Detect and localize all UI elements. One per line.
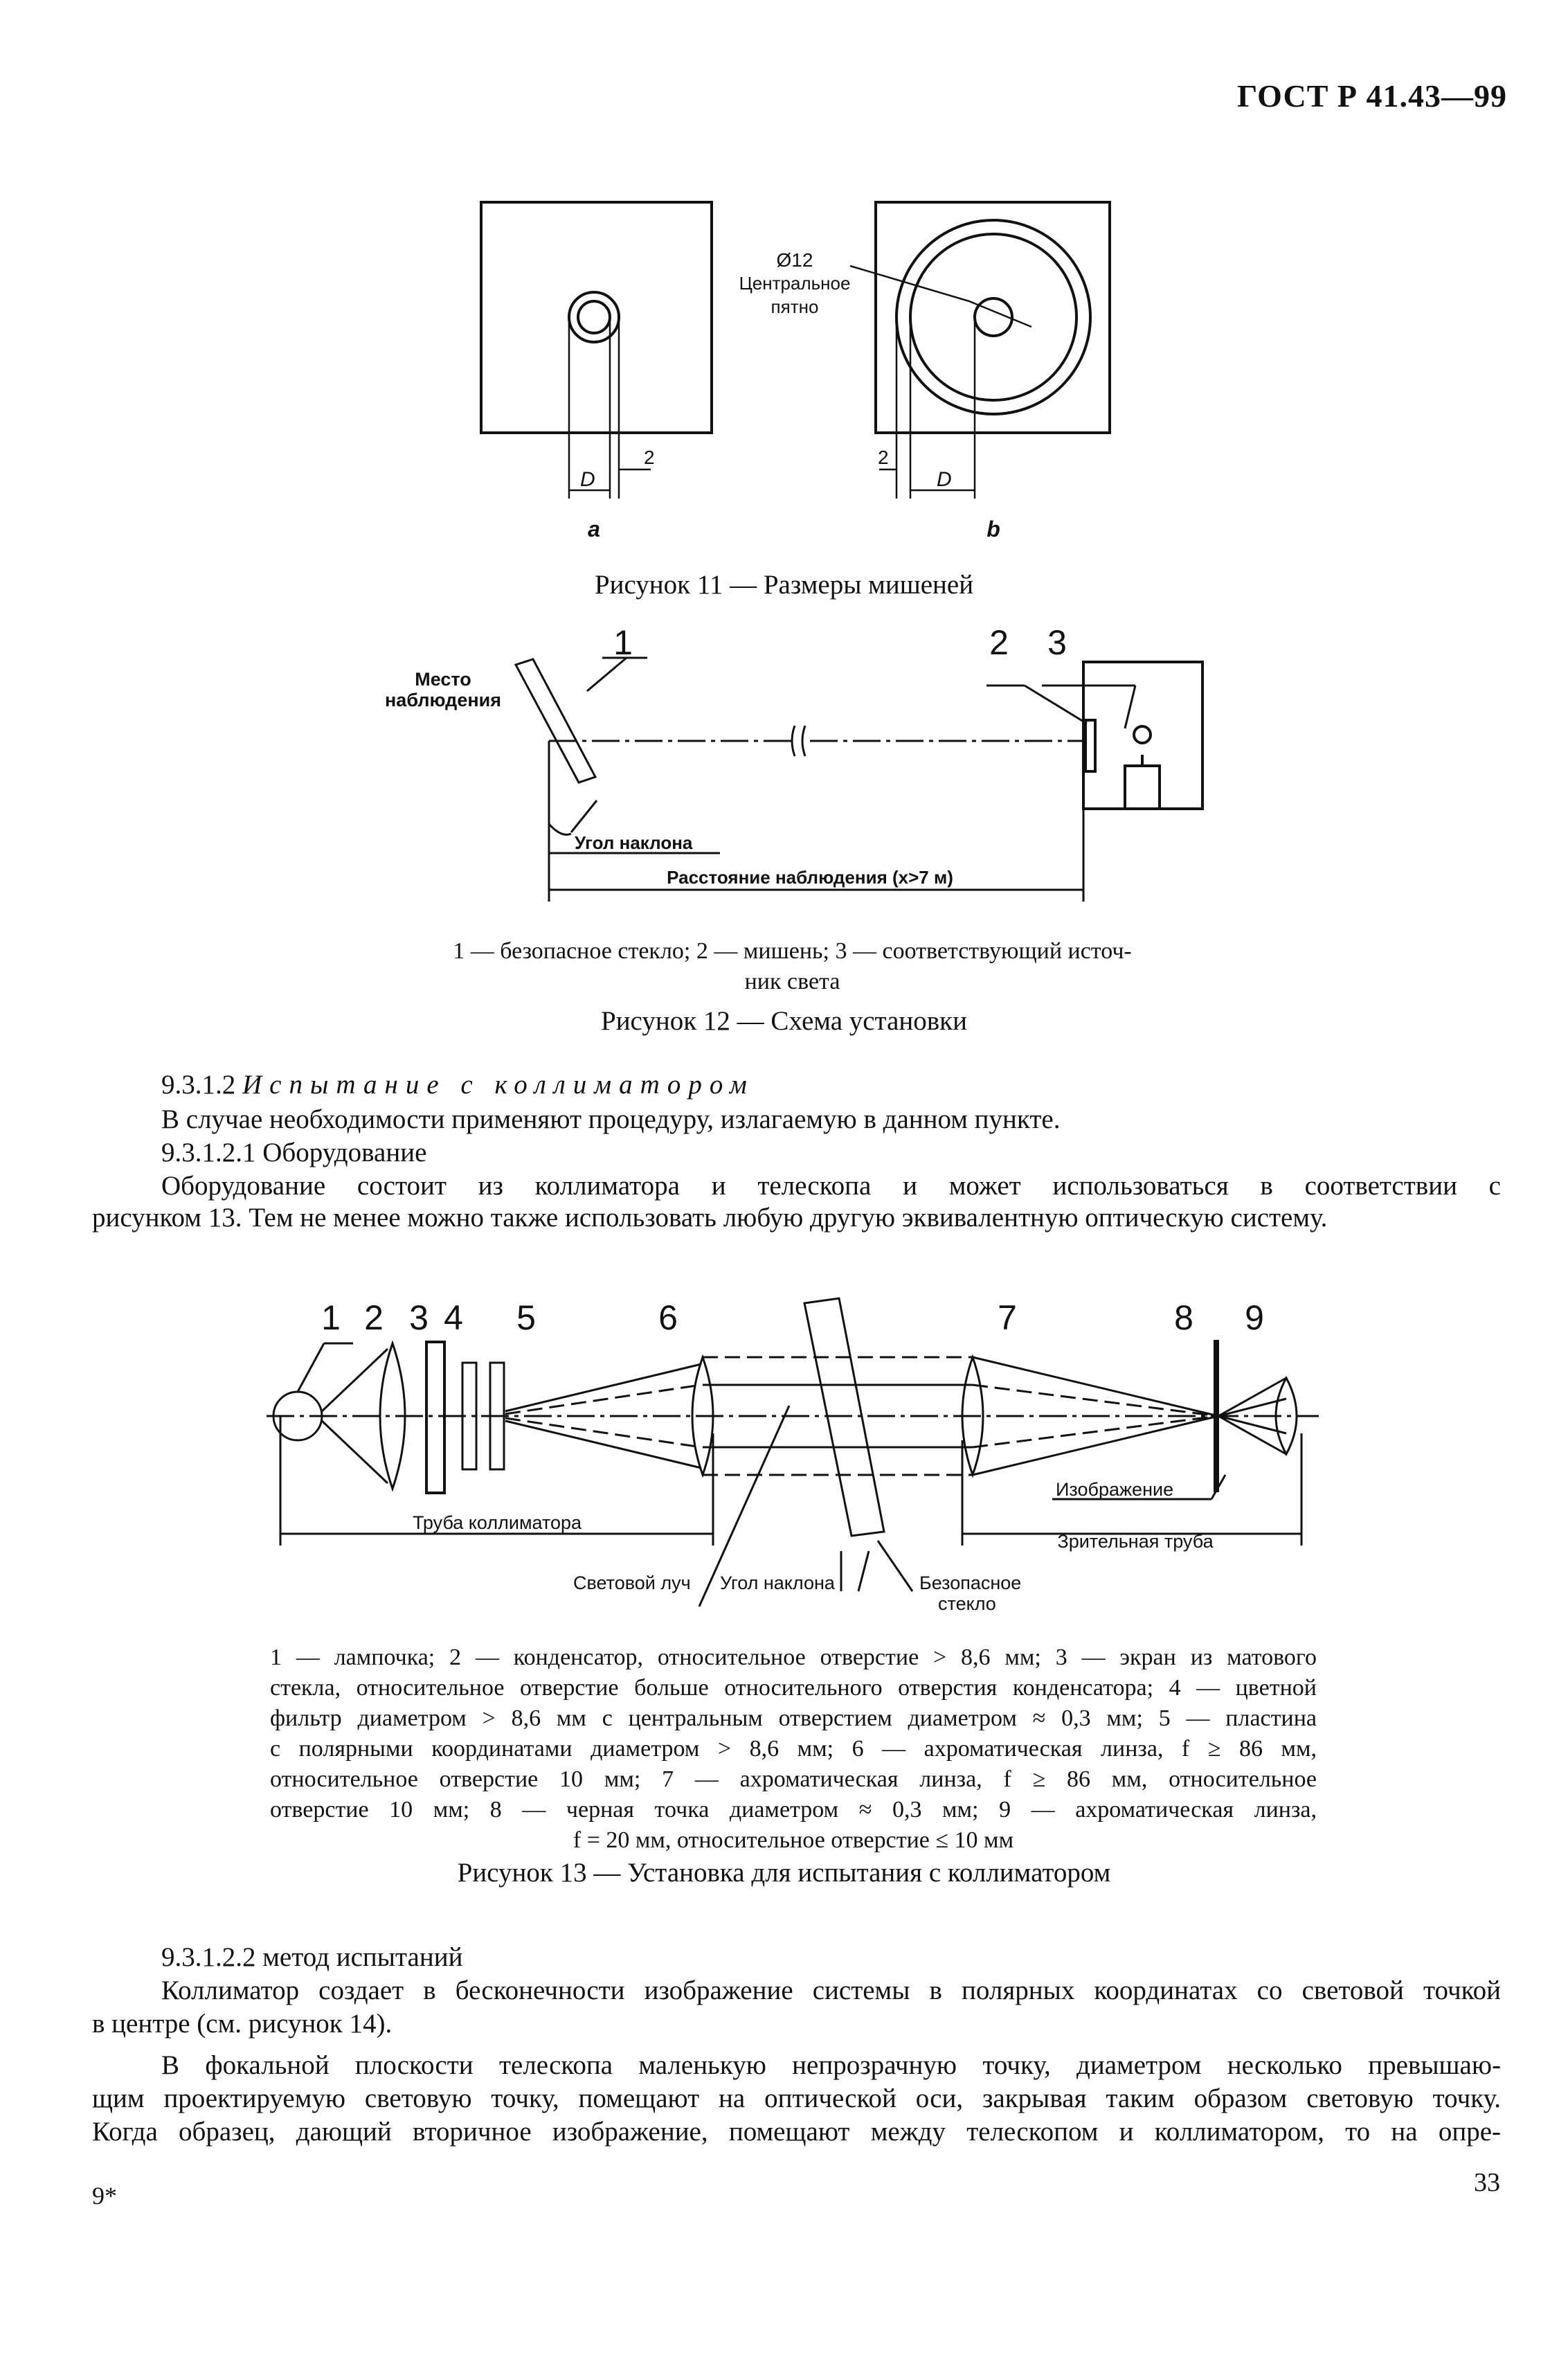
figure-13-diagram: 1 2 3 4 5 6 7 8 9 Труба коллиматора Изоб… [267, 1297, 1319, 1614]
section-heading-number: 9.3.1.2 [161, 1070, 236, 1100]
fig13-number-1: 1 [321, 1298, 341, 1337]
fig11-note-line1: Центральное [739, 273, 851, 294]
fig11a-dim-d: D [580, 468, 595, 491]
fig13-number-9: 9 [1245, 1298, 1264, 1337]
section-heading-title: Испытание с коллиматором [242, 1070, 755, 1100]
fig13-legend-line: с полярными координатами диаметром > 8,6… [270, 1736, 1317, 1762]
method-paragraph-4-line2: щим проектируемую световую точку, помеща… [92, 2084, 1501, 2113]
section-heading: 9.3.1.2 Испытание с коллиматором [161, 1068, 1568, 1102]
fig11-note-size: Ø12 [777, 249, 813, 271]
subsection-method: 9.3.1.2.2 метод испытаний [161, 1942, 463, 1972]
fig13-number-3: 3 [409, 1298, 429, 1337]
fig13-number-7: 7 [998, 1298, 1017, 1337]
fig13-legend-last: f = 20 мм, относительное отверстие ≤ 10 … [573, 1827, 1014, 1853]
fig13-glass-line1: Безопасное [919, 1573, 1021, 1593]
page-number: 33 [1474, 2168, 1500, 2197]
fig13-number-5: 5 [516, 1298, 536, 1337]
fig12-place-line1: Место [415, 669, 471, 690]
fig11-label-b: b [986, 517, 1000, 541]
fig12-angle-label: Угол наклона [575, 832, 693, 853]
figure-13-legend: 1 — лампочка; 2 — конденсатор, относител… [270, 1642, 1317, 1856]
fig12-distance-label: Расстояние наблюдения (x>7 м) [667, 867, 953, 888]
fig12-place-line2: наблюдения [385, 690, 501, 710]
fig12-number-1: 1 [613, 623, 633, 662]
fig13-legend-line: фильтр диаметром > 8,6 мм с центральным … [270, 1705, 1317, 1731]
fig11-note-line2: пятно [771, 296, 819, 317]
fig13-legend-line: стекла, относительное отверстие больше о… [270, 1675, 1317, 1701]
standard-number: ГОСТ Р 41.43—99 [1237, 78, 1507, 114]
fig13-angle-label: Угол наклона [720, 1573, 836, 1593]
fig12-legend-line2: ник света [744, 969, 840, 994]
method-paragraph-4-line3: Когда образец, дающий вторичное изображе… [92, 2117, 1501, 2147]
fig13-number-4: 4 [444, 1298, 463, 1337]
section-paragraph-2-line1: Оборудование состоит из коллиматора и те… [161, 1171, 1501, 1201]
method-paragraph-3-line1: Коллиматор создает в бесконечности изобр… [161, 1976, 1501, 2005]
fig13-legend-line: относительное отверстие 10 мм; 7 — ахром… [270, 1766, 1317, 1792]
fig13-image-label: Изображение [1056, 1479, 1173, 1500]
subsection-equipment: 9.3.1.2.1 Оборудование [161, 1138, 427, 1167]
fig11b-dim-2: 2 [878, 447, 889, 468]
fig13-number-6: 6 [658, 1298, 678, 1337]
fig11-label-a: a [588, 517, 600, 541]
figure-12-legend: 1 — безопасное стекло; 2 — мишень; 3 — с… [396, 936, 1189, 997]
fig13-legend-line: 1 — лампочка; 2 — конденсатор, относител… [270, 1645, 1317, 1670]
fig13-tube-collimator: Труба коллиматора [413, 1512, 582, 1533]
fig13-light-beam: Световой луч [573, 1573, 691, 1593]
method-paragraph-4-line1: В фокальной плоскости телескопа маленьку… [161, 2050, 1501, 2080]
figure-11-diagram: D 2 a D 2 b Ø12 Центральное пятно [480, 201, 1111, 541]
fig13-glass-line2: стекло [938, 1593, 996, 1614]
figure-11-caption: Рисунок 11 — Размеры мишеней [594, 570, 974, 600]
fig11b-dim-d: D [937, 468, 952, 491]
fig12-legend-line1: 1 — безопасное стекло; 2 — мишень; 3 — с… [453, 938, 1132, 964]
fig13-legend-line: отверстие 10 мм; 8 — черная точка диамет… [270, 1797, 1317, 1823]
fig13-number-2: 2 [364, 1298, 384, 1337]
section-paragraph-2-line2: рисунком 13. Тем не менее можно также ис… [92, 1203, 1328, 1233]
method-paragraph-3-line2: в центре (см. рисунок 14). [92, 2009, 393, 2039]
footer-signature: 9* [92, 2182, 117, 2210]
fig12-number-3: 3 [1047, 623, 1067, 662]
fig11a-dim-2: 2 [644, 447, 655, 468]
figure-13-caption: Рисунок 13 — Установка для испытания с к… [457, 1858, 1111, 1888]
figure-12-diagram: Место наблюдения 1 2 3 Угол наклона Расс… [385, 623, 1204, 902]
section-paragraph-1: В случае необходимости применяют процеду… [161, 1104, 1061, 1134]
fig13-number-8: 8 [1174, 1298, 1193, 1337]
fig13-telescope-label: Зрительная труба [1057, 1531, 1214, 1552]
figure-12-caption: Рисунок 12 — Схема установки [601, 1006, 967, 1036]
fig12-number-2: 2 [989, 623, 1009, 662]
